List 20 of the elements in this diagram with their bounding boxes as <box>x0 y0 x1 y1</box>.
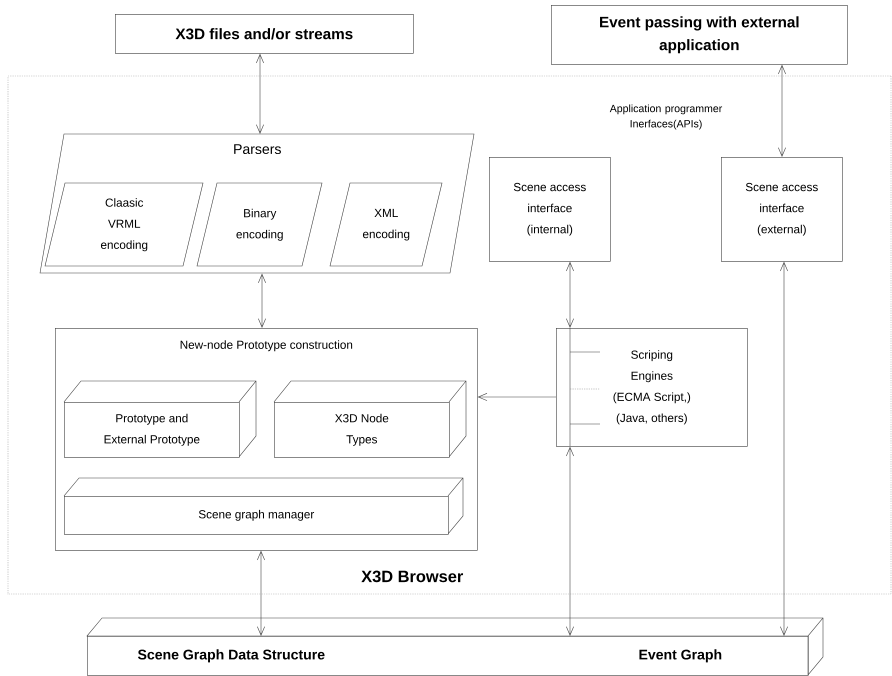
arrow <box>478 393 556 401</box>
arrow <box>258 273 266 328</box>
process-box: Scene access interface (internal) <box>489 157 611 262</box>
module-block: X3D Node Types <box>274 380 466 458</box>
arrow <box>566 262 574 328</box>
process-box: Scriping Engines (ECMA Script,) (Java, others) <box>556 328 748 447</box>
process-box: Event passing with external application <box>551 5 848 65</box>
process-box: Scene access interface (external) <box>721 157 843 262</box>
annotation-text: Application programmer Inerfaces(APIs) <box>610 104 722 130</box>
module-block: Scene graph manager <box>64 478 464 535</box>
process-box: X3D files and/or streams <box>115 14 414 54</box>
arrow <box>256 54 264 134</box>
encoding-parallelogram: Binary encoding <box>196 182 322 266</box>
encoding-parallelogram: Claasic VRML encoding <box>44 182 204 266</box>
encoding-parallelogram: XML encoding <box>330 182 442 266</box>
module-block: Prototype and External Prototype <box>64 380 256 458</box>
arrow <box>566 446 574 636</box>
arrow <box>778 64 786 157</box>
arrow <box>780 262 788 636</box>
arrow <box>257 550 265 636</box>
